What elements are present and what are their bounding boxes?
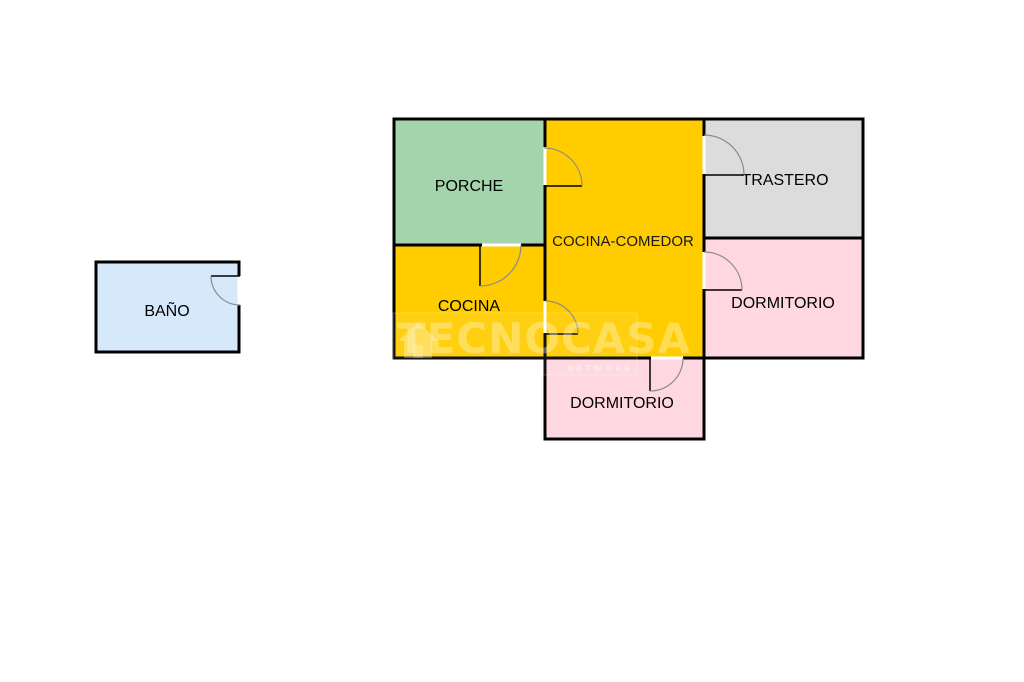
room-bano: [94, 260, 241, 354]
house-logo-icon: [398, 322, 438, 358]
room-dormitorio-right: [702, 236, 865, 360]
room-label-porche: PORCHE: [435, 178, 503, 195]
room-label-bano: BAÑO: [144, 300, 189, 320]
room-label-cocina: COCINA: [438, 298, 501, 315]
room-dormitorio-bottom: [543, 356, 706, 441]
door-swing-dormitorio-right: [703, 251, 743, 291]
room-cocina: [392, 243, 547, 360]
room-label-trastero: TRASTERO: [741, 172, 828, 189]
room-porche: [392, 117, 547, 247]
watermark-frame: [392, 312, 638, 376]
watermark-brand: TECNOCASA: [397, 314, 691, 363]
watermark-sub: NETWORK: [567, 364, 634, 373]
room-label-dormitorio-right: DORMITORIO: [731, 295, 835, 312]
room-label-dormitorio-bottom: DORMITORIO: [570, 395, 674, 412]
door-swing-cocina-top: [479, 244, 522, 287]
door-swing-dormitorio-bottom: [649, 357, 684, 392]
watermark: TECNOCASA NETWORK: [392, 312, 691, 376]
door-swing-cocina-side: [544, 300, 579, 335]
door-swing-porche: [543, 147, 583, 187]
room-label-cocina-comedor: COCINA-COMEDOR: [552, 233, 694, 250]
door-swing-trastero: [703, 134, 745, 176]
door-swing-bano: [210, 275, 241, 306]
